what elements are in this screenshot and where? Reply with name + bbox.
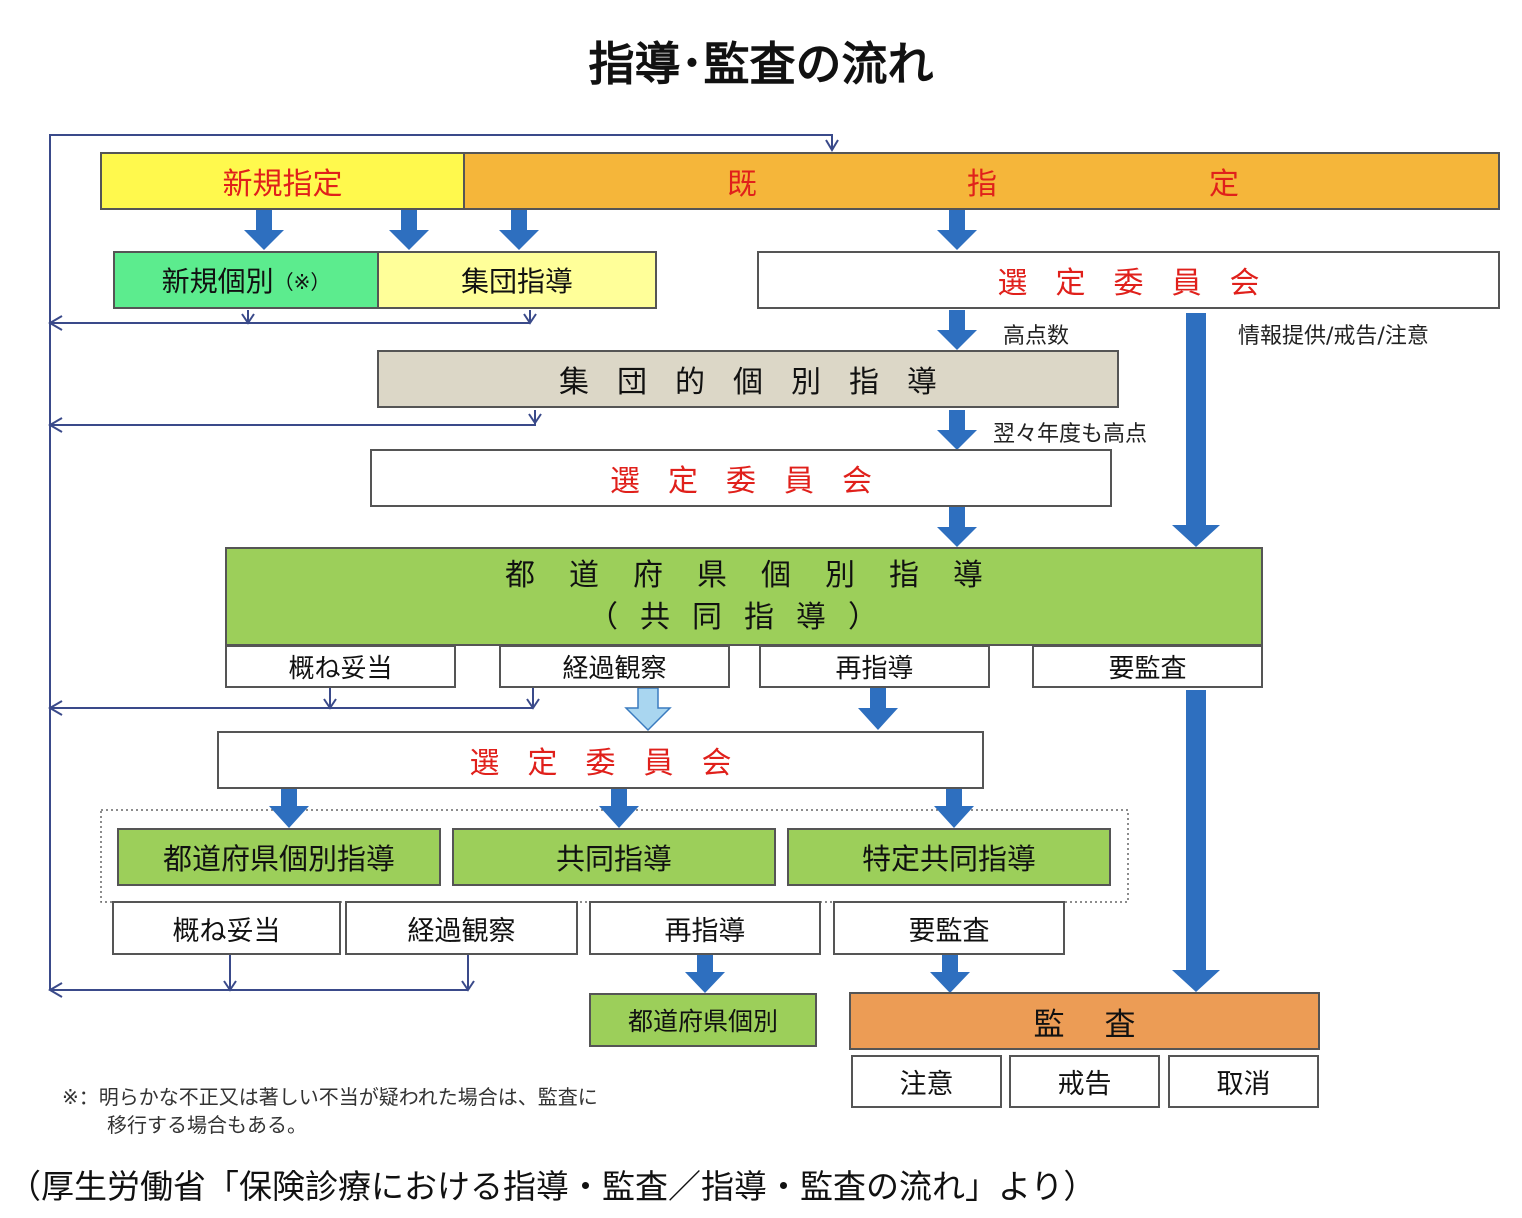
guidance-joint-label: 共同指導 xyxy=(555,842,672,876)
group-guidance-box: 集団指導 xyxy=(377,251,657,309)
guidance-prefectural-label: 都道府県個別指導 xyxy=(162,842,395,876)
group-individual-label: 集団的個別指導 xyxy=(559,365,965,400)
audit-result-caution: 注意 xyxy=(851,1055,1002,1108)
existing-designation-box: 既 指 定 xyxy=(463,152,1500,210)
footnote-line1: ※：明らかな不正又は著しい不当が疑われた場合は、監査に xyxy=(62,1085,598,1109)
new-designation-box: 新規指定 xyxy=(100,152,465,210)
guidance-prefectural: 都道府県個別指導 xyxy=(117,828,441,886)
selection-committee-2: 選定委員会 xyxy=(370,449,1112,507)
arrow-down xyxy=(858,688,898,730)
existing-label-3: 定 xyxy=(1209,167,1239,202)
prefectural-individual-label: 都道府県個別 xyxy=(627,1007,778,1036)
following-year-label: 翌々年度も高点 xyxy=(993,422,1148,447)
result1-audit-required: 要監査 xyxy=(1032,645,1263,688)
audit-result-cancel: 取消 xyxy=(1168,1055,1319,1108)
result2-reguidance-label: 再指導 xyxy=(664,915,746,947)
guidance-special-joint-label: 特定共同指導 xyxy=(861,842,1036,876)
selection-committee-1: 選定委員会 xyxy=(757,251,1500,309)
arrow-down-long xyxy=(1172,690,1220,992)
selection-committee-1-label: 選定委員会 xyxy=(997,266,1288,301)
existing-label-1: 既 xyxy=(727,167,757,202)
footnote-mark: （※） xyxy=(273,269,331,294)
arrow-down xyxy=(389,210,429,250)
audit-result-reprimand-label: 戒告 xyxy=(1057,1069,1112,1100)
arrow-down xyxy=(937,410,977,450)
guidance-special-joint: 特定共同指導 xyxy=(787,828,1111,886)
guidance-joint: 共同指導 xyxy=(452,828,776,886)
arrow-down xyxy=(937,310,977,350)
arrow-down xyxy=(930,955,970,993)
arrow-down xyxy=(937,210,977,250)
audit-result-caution-label: 注意 xyxy=(899,1069,954,1100)
group-guidance-label: 集団指導 xyxy=(460,265,573,298)
footnote: ※：明らかな不正又は著しい不当が疑われた場合は、監査に 移行する場合もある。 xyxy=(62,1083,598,1139)
audit-result-cancel-label: 取消 xyxy=(1216,1069,1271,1100)
prefectural-guidance-line1: 都道府県個別指導 xyxy=(505,557,1017,593)
result1-reguidance-label: 再指導 xyxy=(835,654,914,684)
existing-label-2: 指 xyxy=(967,167,997,202)
group-individual-box: 集団的個別指導 xyxy=(377,350,1119,408)
result2-reguidance: 再指導 xyxy=(589,901,821,955)
arrow-down xyxy=(937,507,977,547)
result1-observation: 経過観察 xyxy=(499,645,730,688)
arrow-down xyxy=(934,788,974,828)
page-title: 指導･監査の流れ xyxy=(588,37,934,91)
result2-audit-required-label: 要監査 xyxy=(908,915,990,947)
result1-appropriate-label: 概ね妥当 xyxy=(288,654,393,684)
new-individual-box: 新規個別（※） xyxy=(113,251,379,309)
result2-appropriate: 概ね妥当 xyxy=(112,901,341,955)
new-individual-label: 新規個別 xyxy=(161,265,274,298)
arrow-down xyxy=(269,788,309,828)
arrow-down xyxy=(599,788,639,828)
source-citation: （厚生労働省「保険診療における指導・監査／指導・監査の流れ」より） xyxy=(8,1167,1097,1206)
audit-label: 監査 xyxy=(1033,1006,1176,1043)
result2-audit-required: 要監査 xyxy=(833,901,1065,955)
result1-reguidance: 再指導 xyxy=(759,645,990,688)
footnote-line2: 移行する場合もある。 xyxy=(107,1113,307,1137)
audit-box: 監査 xyxy=(849,992,1320,1050)
arrow-down-long xyxy=(1172,313,1220,547)
selection-committee-2-label: 選定委員会 xyxy=(610,464,900,499)
prefectural-guidance-box: 都道府県個別指導 （共同指導） xyxy=(225,547,1263,646)
result1-appropriate: 概ね妥当 xyxy=(225,645,456,688)
prefectural-individual-box: 都道府県個別 xyxy=(589,993,817,1047)
prefectural-guidance-line2: （共同指導） xyxy=(588,599,900,635)
selection-committee-3-label: 選定委員会 xyxy=(469,746,760,781)
audit-result-reprimand: 戒告 xyxy=(1009,1055,1160,1108)
high-score-label: 高点数 xyxy=(1003,324,1070,349)
result2-appropriate-label: 概ね妥当 xyxy=(172,915,281,947)
result2-observation-label: 経過観察 xyxy=(407,915,516,947)
arrow-down xyxy=(685,955,725,993)
info-label: 情報提供/戒告/注意 xyxy=(1238,324,1429,349)
arrow-down xyxy=(244,210,284,250)
selection-committee-3: 選定委員会 xyxy=(217,731,984,789)
new-designation-label: 新規指定 xyxy=(222,167,343,202)
arrow-down-light xyxy=(624,687,672,732)
result1-audit-required-label: 要監査 xyxy=(1108,654,1187,684)
result1-observation-label: 経過観察 xyxy=(562,654,667,684)
result2-observation: 経過観察 xyxy=(345,901,578,955)
arrow-down xyxy=(499,210,539,250)
